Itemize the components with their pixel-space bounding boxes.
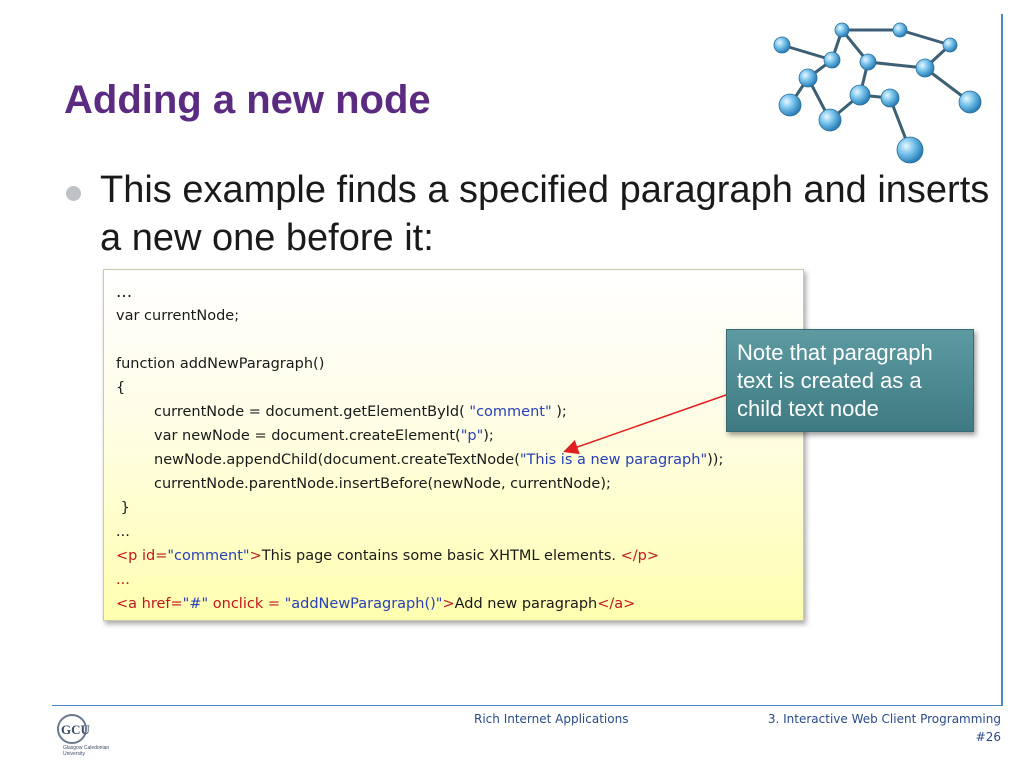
code-line-13: ... [116,572,130,588]
slide-title: Adding a new node [64,78,431,122]
code-line-7: var newNode = document.createElement("p"… [116,424,803,448]
code-line-4: function addNewParagraph() [116,356,325,372]
logo-subtext-1: Glasgow Caledonian [63,745,109,751]
code-string: "comment" [469,404,552,420]
code-text: currentNode = document.getElementById( [154,404,470,420]
code-line-1: ... [116,282,133,302]
code-string: "This is a new paragraph" [519,452,708,468]
code-text: ); [483,428,494,444]
code-line-blank [116,328,803,352]
code-line-2: var currentNode; [116,308,240,324]
code-text: Add new paragraph [454,596,598,612]
code-line-9: currentNode.parentNode.insertBefore(newN… [154,476,611,492]
code-block: ... var currentNode; function addNewPara… [103,269,804,621]
code-line-10: } [116,500,130,516]
footer-divider [52,705,1003,706]
code-line-5: { [116,380,126,396]
code-string: "p" [460,428,484,444]
right-divider [1001,14,1003,706]
footer-section: 3. Interactive Web Client Programming [767,712,1001,726]
code-line-11: ... [116,524,130,540]
molecule-network-icon [773,22,982,164]
code-text: newNode.appendChild(document.createTextN… [154,452,520,468]
code-tag: onclick = [208,596,285,612]
footer-page-number: #26 [975,730,1001,744]
callout-note: Note that paragraph text is created as a… [726,329,974,432]
code-tag: </a> [597,596,636,612]
gcu-logo: GCU Glasgow Caledonian University [57,714,109,757]
code-line-6: currentNode = document.getElementById( "… [116,400,803,424]
bullet-text: This example finds a specified paragraph… [100,169,990,259]
code-tag: > [442,596,455,612]
logo-text: GCU [61,722,91,737]
code-text: ); [551,404,567,420]
code-text: )); [707,452,724,468]
code-tag: <p id= [116,548,168,564]
logo-subtext-2: University [63,751,85,757]
code-string: "comment" [167,548,250,564]
code-string: "addNewParagraph()" [284,596,443,612]
code-tag: </p> [620,548,659,564]
code-string: "#" [182,596,209,612]
footer-course: Rich Internet Applications [474,712,629,726]
code-line-12: <p id="comment">This page contains some … [116,544,803,568]
code-tag: <a href= [116,596,183,612]
code-text: var newNode = document.createElement( [154,428,461,444]
bullet-dot-icon [66,186,81,201]
code-text: This page contains some basic XHTML elem… [261,548,621,564]
code-line-8: newNode.appendChild(document.createTextN… [116,448,803,472]
code-tag: > [249,548,262,564]
code-line-14: <a href="#" onclick = "addNewParagraph()… [116,592,803,616]
